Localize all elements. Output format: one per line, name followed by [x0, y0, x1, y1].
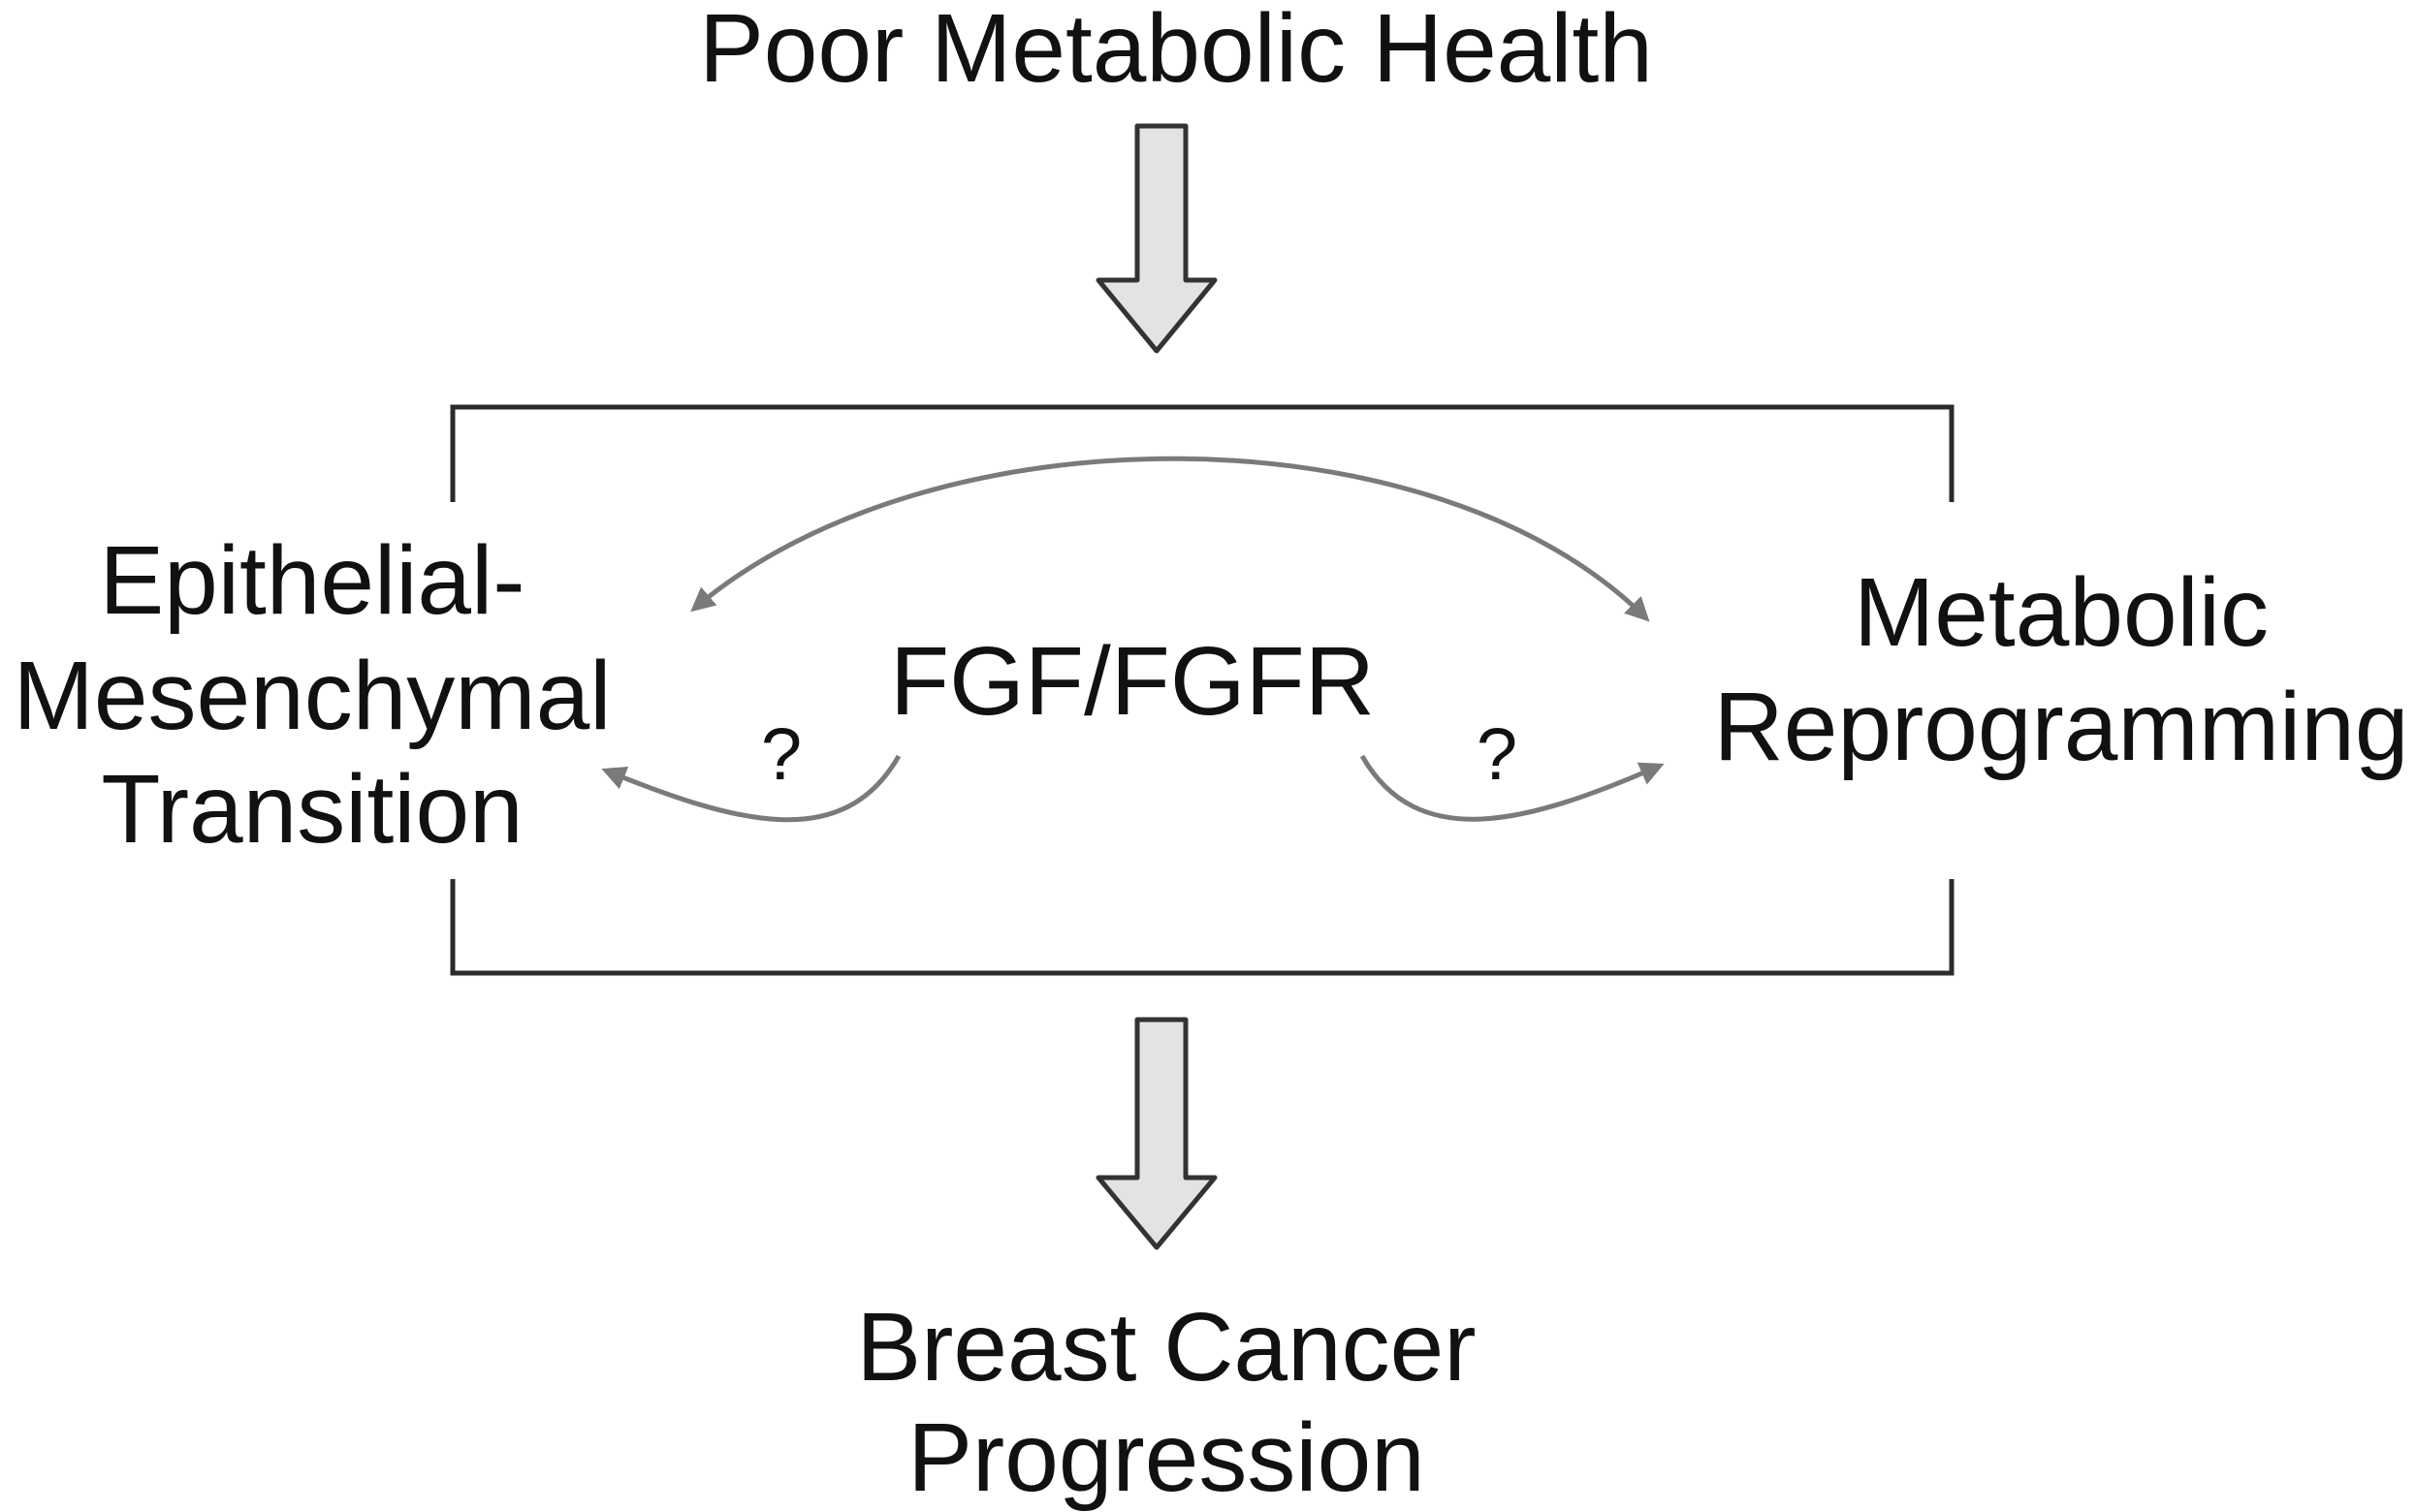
fgf-to-metabolic-arrow — [1359, 754, 1665, 822]
top-down-block-arrow — [1096, 123, 1218, 354]
right-label-line2: Reprogramming — [1713, 673, 2409, 781]
center-label: FGF/FGFR — [890, 627, 1375, 736]
top-bracket — [450, 404, 1955, 502]
left-label-line2: Mesenchymal — [13, 642, 612, 750]
question-mark-right: ? — [1476, 713, 1518, 796]
question-mark-left: ? — [760, 713, 803, 796]
fgf-to-emt-arrow — [601, 754, 902, 823]
top-label: Poor Metabolic Health — [699, 0, 1653, 103]
bottom-label-line1: Breast Cancer — [856, 1293, 1477, 1402]
left-label-line3: Transition — [101, 755, 524, 864]
bidirectional-curved-arrow — [690, 456, 1650, 622]
bottom-bracket — [450, 879, 1955, 976]
bottom-label-line2: Progression — [907, 1403, 1425, 1512]
right-label-line1: Metabolic — [1854, 558, 2269, 667]
left-label-line1: Epithelial- — [99, 526, 525, 635]
bottom-down-block-arrow — [1096, 1017, 1218, 1250]
